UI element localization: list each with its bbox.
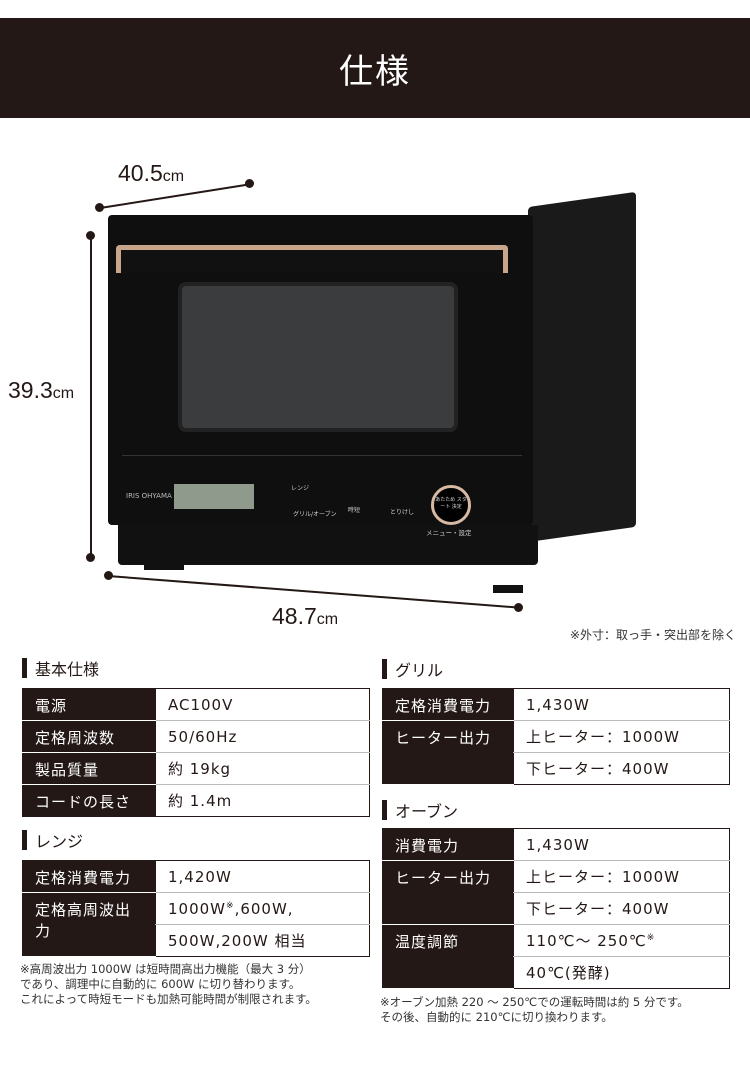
cancel-button: とりけし — [390, 509, 415, 516]
row-value: 上ヒーター：1000W — [513, 720, 730, 753]
row-value: 下ヒーター：400W — [513, 892, 730, 925]
row-value: 約 1.4m — [155, 784, 370, 817]
table-row: 下ヒーター：400W — [383, 752, 730, 785]
microwave-image: IRIS OHYAMA レンジ グリル/オーブン 時短 とりけし あたため スタ… — [108, 191, 638, 597]
jitan-button: 時短 — [348, 507, 361, 514]
section-title: オーブン — [395, 802, 459, 821]
unit: cm — [316, 611, 339, 628]
section-range-title: レンジ — [22, 828, 83, 852]
row-value: 下ヒーター：400W — [513, 752, 730, 785]
row-label: 定格消費電力 — [22, 860, 156, 893]
row-value: 40℃(発酵) — [513, 956, 730, 989]
grill-oven-button: グリル/オーブン — [293, 511, 337, 518]
row-label: 定格周波数 — [22, 720, 156, 753]
dim-dot — [86, 553, 95, 562]
section-title: グリル — [395, 661, 444, 680]
row-label: 定格消費電力 — [382, 688, 514, 721]
row-label: ヒーター出力 — [382, 860, 514, 925]
start-dial: あたため スタート 決定 — [431, 485, 471, 525]
section-title: レンジ — [35, 832, 84, 851]
section-basic-title: 基本仕様 — [22, 656, 99, 680]
oven-footnote: ※オーブン加熱 220 ～ 250℃での運転時間は約 5 分です。その後、自動的… — [380, 995, 689, 1024]
row-label: 定格高周波出力 — [22, 892, 156, 957]
height-value: 39.3 — [8, 377, 53, 403]
range-footnote: ※高周波出力 1000W は短時間高出力機能（最大 3 分）であり、調理中に自動… — [20, 962, 317, 1006]
row-value: 上ヒーター：1000W — [513, 860, 730, 893]
table-row: コードの長さ約 1.4m — [22, 784, 370, 817]
row-label: 電源 — [22, 688, 156, 721]
table-row: ヒーター出力上ヒーター：1000W — [382, 720, 730, 785]
row-label: コードの長さ — [22, 784, 156, 817]
row-value: 1,430W — [513, 688, 730, 721]
unit: cm — [52, 385, 75, 402]
row-value: 50/60Hz — [155, 720, 370, 753]
row-value: 1000W※,600W, — [155, 892, 370, 925]
table-row: ヒーター出力上ヒーター：1000W — [382, 860, 730, 925]
depth-line — [100, 183, 250, 209]
section-oven-title: オーブン — [382, 798, 458, 822]
table-row: 製品質量約 19kg — [22, 752, 370, 785]
range-button: レンジ — [291, 485, 310, 492]
height-dimension: 39.3cm — [8, 377, 74, 404]
row-value: AC100V — [155, 688, 370, 721]
row-value: 約 19kg — [155, 752, 370, 785]
dial-label: メニュー・設定 — [426, 529, 472, 537]
section-title: 基本仕様 — [35, 660, 100, 679]
row-label: 製品質量 — [22, 752, 156, 785]
row-label: ヒーター出力 — [382, 720, 514, 785]
brand-logo: IRIS OHYAMA — [126, 492, 172, 500]
row-value: 500W,200W 相当 — [155, 924, 370, 957]
row-label: 消費電力 — [382, 828, 514, 861]
display-panel — [174, 484, 254, 509]
depth-dimension: 40.5cm — [118, 160, 184, 187]
dim-dot — [95, 203, 104, 212]
dimension-note: ※外寸：取っ手・突出部を除く — [569, 628, 736, 642]
unit: cm — [162, 168, 185, 185]
width-dimension: 48.7cm — [272, 603, 338, 630]
page-title: 仕様 — [0, 18, 750, 118]
section-grill-title: グリル — [382, 657, 443, 681]
width-value: 48.7 — [272, 603, 317, 629]
row-value: 110℃～ 250℃※ — [513, 924, 730, 957]
depth-value: 40.5 — [118, 160, 163, 186]
table-row: 500W,200W 相当 — [23, 924, 370, 957]
dim-dot — [245, 179, 254, 188]
row-label: 温度調節 — [382, 924, 514, 989]
height-line — [90, 235, 92, 557]
row-value: 1,420W — [155, 860, 370, 893]
table-row: 下ヒーター：400W — [383, 892, 730, 925]
row-value: 1,430W — [513, 828, 730, 861]
table-row: 40℃(発酵) — [383, 956, 730, 989]
